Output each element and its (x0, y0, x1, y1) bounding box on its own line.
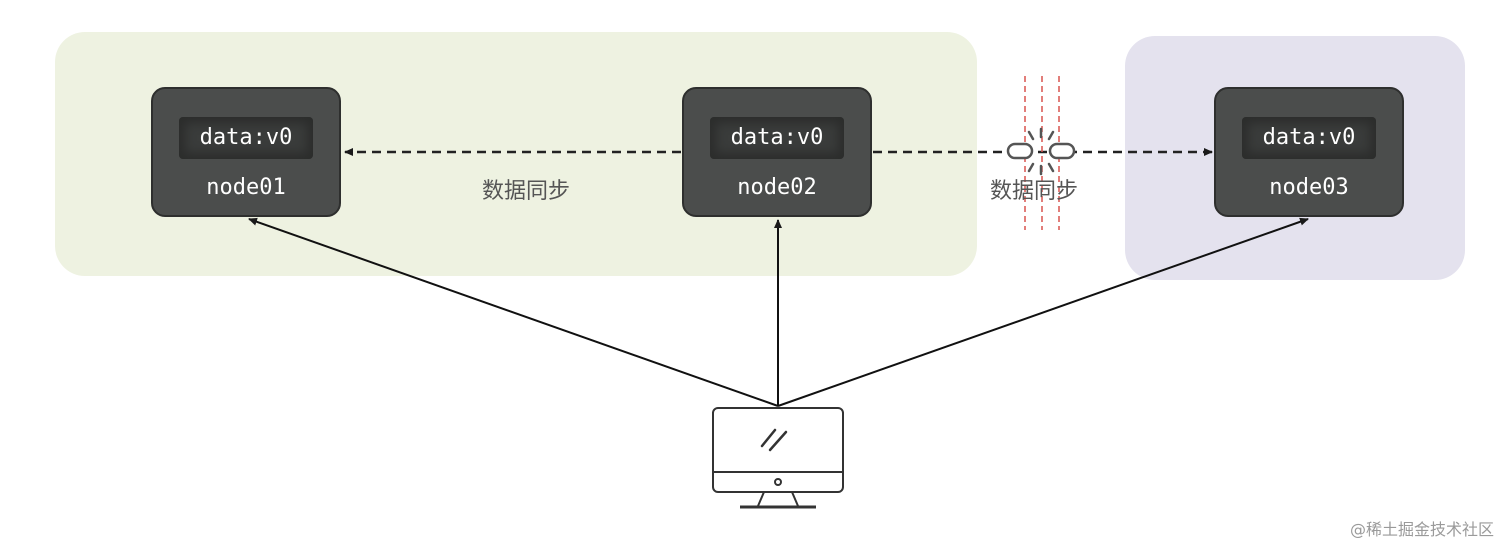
node-data-value: data:v0 (710, 117, 844, 159)
broken-link-icon (1006, 127, 1076, 176)
watermark: @稀土掘金技术社区 (1349, 520, 1494, 539)
client-arrow-to-node03 (777, 217, 1309, 407)
node-01: data:v0 node01 (151, 87, 341, 217)
node-03: data:v0 node03 (1214, 87, 1404, 217)
client-computer-icon (712, 407, 844, 509)
sync-label-right: 数据同步 (990, 179, 1079, 204)
client-arrow-to-node01 (248, 217, 779, 407)
network-partition-lines (1024, 76, 1060, 230)
node-name: node02 (737, 175, 817, 200)
node-name: node01 (206, 175, 286, 200)
node-data-value: data:v0 (1242, 117, 1376, 159)
node-02: data:v0 node02 (682, 87, 872, 217)
node-data-value: data:v0 (179, 117, 313, 159)
node-name: node03 (1269, 175, 1349, 200)
sync-label-left: 数据同步 (482, 179, 571, 204)
